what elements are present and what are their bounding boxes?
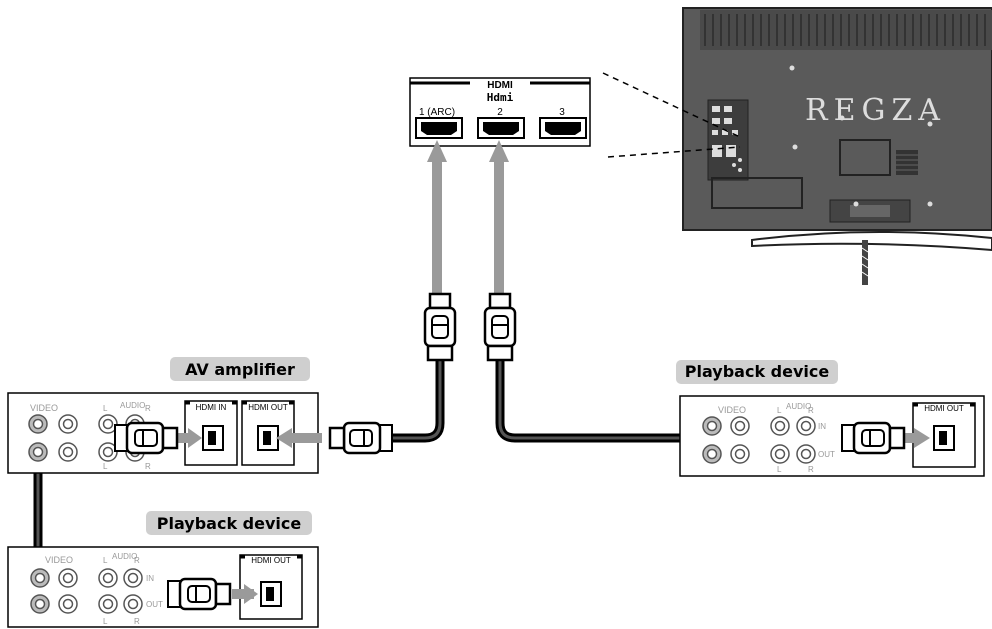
hdmi-logo: Hdmi [487, 91, 514, 104]
pb-l-label-bottom: L [103, 617, 108, 626]
hdmi-plug-tv-2 [483, 292, 517, 362]
hdmi-plug-amp-out [328, 421, 394, 455]
playback-right-label: Playback device [685, 362, 830, 381]
callout-lines [602, 72, 741, 158]
pb-hdmi-out-label: HDMI OUT [251, 556, 291, 565]
hdmi-plug-pr [840, 421, 906, 455]
pr-hdmi-out-label: HDMI OUT [924, 404, 964, 413]
pb-r-label-bottom: R [134, 617, 140, 626]
hdmi-panel-header: HDMI [487, 80, 513, 91]
arrow-to-pb-hdmi-out [232, 584, 258, 604]
av-amplifier: AV amplifier VIDEO L AUDIO R L R HDMI IN… [7, 357, 319, 474]
pb-video-label: VIDEO [45, 555, 73, 565]
hdmi-port-1-label: 1 (ARC) [419, 107, 455, 118]
pb-l-label: L [103, 556, 108, 565]
hdmi-port-1[interactable] [415, 117, 463, 139]
tv-rear-illustration: REGZA [682, 7, 992, 285]
amp-audio-label: AUDIO [120, 401, 145, 410]
pb-in-label: IN [146, 574, 154, 583]
pr-l-label: L [777, 406, 782, 415]
pb-hdmi-out-port[interactable] [260, 581, 282, 607]
pr-audio-label: AUDIO [786, 402, 811, 411]
pb-audio-label: AUDIO [112, 552, 137, 561]
pr-l-label-bottom: L [777, 465, 782, 474]
amp-l-label-bottom: L [103, 462, 108, 471]
hdmi-port-2-label: 2 [497, 107, 503, 118]
hdmi-plug-amp-in [113, 421, 179, 455]
amp-hdmi-out-port[interactable] [257, 425, 279, 451]
pr-in-label: IN [818, 422, 826, 431]
arrow-to-amp-hdmi-out [276, 428, 322, 448]
amp-r-label: R [145, 404, 151, 413]
hdmi-plug-pb [166, 577, 232, 611]
arrow-to-hdmi-1 [427, 140, 447, 295]
playback-device-right: Playback device VIDEO L AUDIO R IN OUT L… [676, 360, 985, 477]
pr-video-label: VIDEO [718, 405, 746, 415]
amp-l-label: L [103, 404, 108, 413]
pr-out-label: OUT [818, 450, 835, 459]
playback-device-bottom: Playback device VIDEO L AUDIO R IN OUT L… [7, 511, 319, 628]
pb-out-label: OUT [146, 600, 163, 609]
pr-hdmi-out-port[interactable] [933, 425, 955, 451]
tv-hdmi-panel: HDMI Hdmi 1 (ARC) 2 3 [409, 77, 591, 147]
av-amplifier-label: AV amplifier [185, 360, 295, 379]
hdmi-plug-tv-1 [423, 292, 457, 362]
hdmi-port-3[interactable] [539, 117, 587, 139]
tv-brand: REGZA [805, 93, 946, 128]
arrow-to-pr-hdmi-out [903, 428, 930, 448]
amp-r-label-bottom: R [145, 462, 151, 471]
arrow-to-amp-hdmi-in [178, 428, 202, 448]
amp-hdmi-in-port[interactable] [202, 425, 224, 451]
amp-hdmi-out-label: HDMI OUT [248, 403, 288, 412]
pr-r-label: R [808, 406, 814, 415]
amp-hdmi-in-label: HDMI IN [196, 403, 227, 412]
amp-video-label: VIDEO [30, 403, 58, 413]
pr-r-label-bottom: R [808, 465, 814, 474]
arrow-to-hdmi-2 [489, 140, 509, 295]
playback-bottom-label: Playback device [157, 514, 302, 533]
hdmi-port-3-label: 3 [559, 107, 565, 118]
pb-r-label: R [134, 556, 140, 565]
hdmi-port-2[interactable] [477, 117, 525, 139]
